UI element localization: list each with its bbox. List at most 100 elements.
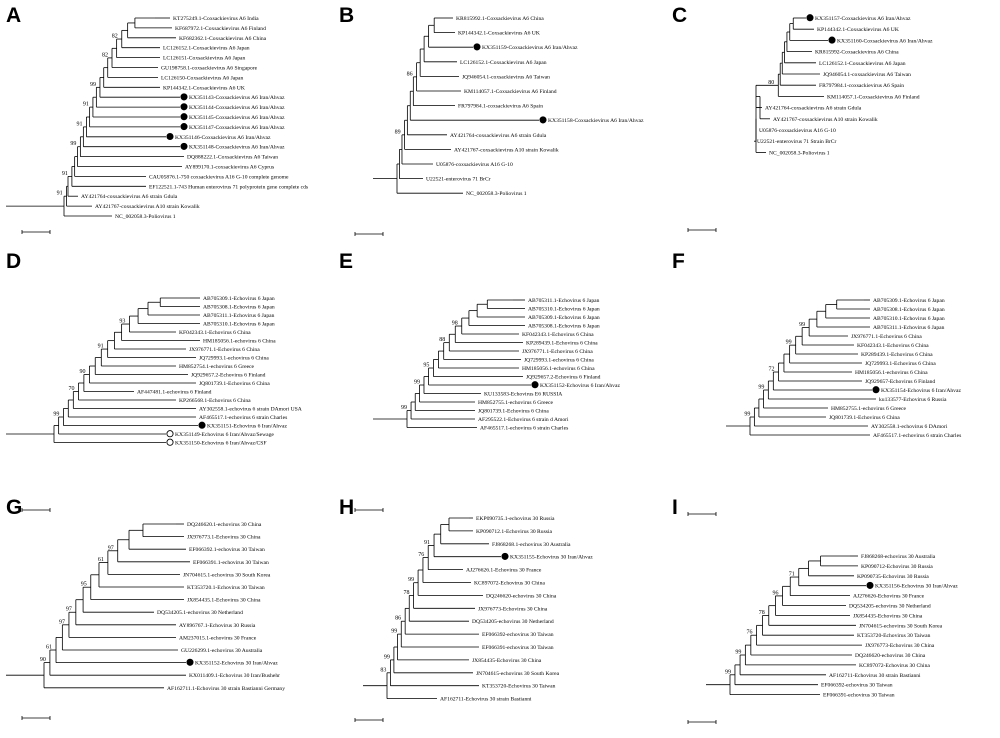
leaf-label: KU133583-Echovirus E6 RUSSIA — [484, 392, 562, 398]
panel-label: C — [672, 4, 688, 27]
bootstrap-value: 61 — [98, 557, 104, 563]
leaf-label: JQ946054.1-coxsackievirus A6 Taiwan — [462, 74, 550, 80]
leaf-label: LC126150-Coxsackievirus A6 Japan — [161, 75, 244, 81]
leaf-label: KX351155-Echovirus 30 Iran/Ahvaz — [510, 555, 593, 561]
filled-circle-marker-icon — [806, 14, 814, 22]
leaf-label: KX351146-Coxsackievirus A6 Iran/Ahvaz — [175, 135, 271, 141]
bootstrap-value: 97 — [108, 545, 114, 551]
leaf-label: KP144342.1-Coxsackievirus A6 UK — [458, 31, 540, 37]
panel-label: G — [6, 496, 23, 519]
panel-label: H — [339, 496, 355, 519]
leaf-label: EKP090735.1-echovirus 30 Russia — [476, 516, 555, 522]
filled-circle-marker-icon — [828, 36, 836, 44]
leaf-label: KX351143-Coxsackievirus A6 Iran/Ahvaz — [189, 95, 285, 101]
leaf-label: KF042343.1-Echovirus 6 China — [857, 343, 929, 349]
leaf-label: AF465517.1-echovirus 6 strain Charles — [199, 415, 287, 421]
leaf-label: NC_002058.3-Poliovirus 1 — [466, 191, 527, 197]
filled-circle-marker-icon — [501, 552, 509, 560]
leaf-label: HM185056.1-echovirus 6 China — [855, 370, 928, 376]
leaf-label: NC_002058.3-Poliovirus 1 — [115, 214, 176, 220]
filled-circle-marker-icon — [180, 113, 188, 121]
leaf-label: AY421767-coxsackievirus A10 strain Kowal… — [95, 204, 200, 210]
bootstrap-value: 89 — [395, 129, 401, 135]
bootstrap-value: 86 — [395, 616, 401, 622]
leaf-label: KP289439.1-Echovirus 6 China — [526, 341, 598, 347]
leaf-label: KT353720.1-Echovirus 30 Taiwan — [187, 585, 265, 591]
leaf-label: AY421764-coxsackievirus A6 strain Gdula — [450, 133, 547, 139]
leaf-label: HM852755.1-echovirus 6 Greece — [831, 406, 907, 412]
filled-circle-marker-icon — [180, 123, 188, 131]
bootstrap-value: 90 — [40, 657, 46, 663]
filled-circle-marker-icon — [180, 93, 188, 101]
panel-label: F — [672, 250, 685, 273]
bootstrap-value: 76 — [418, 552, 424, 558]
leaf-label: JX854435-Echovirus 30 China — [472, 658, 542, 664]
leaf-label: KX351160-Coxsackievirus A6 Iran/Ahvaz — [837, 38, 933, 44]
leaf-label: JN704615-echovirus 30 South Korea — [859, 623, 943, 629]
leaf-label: JX976773.1-Echovirus 30 China — [187, 535, 261, 541]
leaf-label: JX976771.1-Echovirus 6 China — [189, 347, 260, 353]
leaf-label: DQ246620-echovirus 30 China — [486, 593, 557, 599]
tree-svg: FJ868268-echovirus 30 AustraliaKP090712-… — [687, 554, 958, 724]
leaf-label: ku133577-Echovirus 6 Russia — [879, 397, 947, 403]
bootstrap-value: 99 — [744, 412, 750, 418]
leaf-label: KC897072-Echovirus 30 China — [474, 581, 545, 587]
bootstrap-value: 91 — [83, 102, 89, 108]
leaf-label: EF066392-echovirus 30 Taiwan — [482, 632, 554, 638]
leaf-label: AF465517.1-echovirus 6 strain Charles — [873, 433, 961, 439]
leaf-label: KC897072-Echovirus 30 China — [859, 663, 930, 669]
open-circle-marker-icon — [166, 438, 174, 446]
leaf-label: AF465517.1-echovirus 6 strain Charles — [480, 426, 568, 432]
panel-label: B — [339, 4, 355, 27]
bootstrap-value: 97 — [66, 607, 72, 613]
filled-circle-marker-icon — [180, 103, 188, 111]
open-circle-marker-icon — [166, 430, 174, 438]
bootstrap-value: 99 — [408, 577, 414, 583]
bootstrap-value: 78 — [404, 590, 410, 596]
leaf-label: KM114057.1-Coxsackievirus A6 Finland — [827, 94, 920, 100]
leaf-label: JN704615-echovirus 30 South Korea — [476, 671, 560, 677]
bootstrap-value: 95 — [423, 363, 429, 369]
bootstrap-value: 96 — [773, 590, 779, 596]
leaf-label: AJ276626.1-Echovirus 30 France — [466, 568, 542, 574]
leaf-label: AB705311.1-Echovirus 6 Japan — [203, 313, 275, 319]
bootstrap-value: 90 — [79, 369, 85, 375]
leaf-label: U22521-enterovirus 71 BrCr — [426, 177, 491, 183]
bootstrap-value: 71 — [789, 572, 795, 578]
bootstrap-value: 78 — [759, 610, 765, 616]
leaf-label: KP289439.1-Echovirus 6 China — [861, 352, 933, 358]
leaf-label: KX351150-Echovirus 6 Iran/Ahvaz/CSF — [175, 441, 266, 447]
leaf-label: KT353720-Echovirus 30 Taiwan — [857, 633, 931, 639]
leaf-label: AY421764-coxsackievirus A6 strain Gdula — [765, 106, 862, 112]
leaf-label: AF162711.1-Echovirus 30 strain Bastianni… — [167, 686, 285, 692]
bootstrap-value: 95 — [81, 582, 87, 588]
filled-circle-marker-icon — [166, 132, 174, 141]
filled-circle-marker-icon — [539, 116, 547, 124]
leaf-label: AB705308.1-Echovirus 6 Japan — [203, 305, 275, 311]
leaf-label: KX351152-Echovirus 6 Iran/Ahvaz — [540, 383, 620, 389]
bootstrap-value: 97 — [59, 619, 65, 625]
leaf-label: KF682362.1-Coxsackievirus A6 China — [179, 36, 267, 42]
leaf-label: JX976771.1-Echovirus 6 China — [851, 334, 922, 340]
bootstrap-value: 91 — [424, 540, 430, 546]
leaf-label: AY421767-coxsackievirus A10 strain Kowal… — [773, 117, 878, 123]
leaf-label: DQ888222.1-Coxsackievirus A6 Taiwan — [187, 155, 278, 161]
leaf-label: AF295522.1-Echovirus 6 strain d Amori — [478, 417, 569, 423]
bootstrap-value: 99 — [758, 385, 764, 391]
bootstrap-value: 91 — [76, 121, 82, 127]
tree-svg: AB705311.1-Echovirus 6 JapanAB705310.1-E… — [354, 298, 620, 512]
bootstrap-value: 82 — [112, 34, 118, 40]
leaf-label: EF122521.1-743 Human enterovirus 71 poly… — [149, 184, 308, 190]
bootstrap-value: 99 — [90, 82, 96, 88]
leaf-label: CAU05876.1-750 coxsackievirus A16 G-10 c… — [149, 174, 289, 180]
panel-label: I — [672, 496, 678, 519]
leaf-label: JQ801739.1-Echovirus 6 China — [829, 415, 900, 421]
bootstrap-value: 98 — [452, 321, 458, 327]
leaf-label: AY421764-coxsackievirus A6 strain Gdula — [81, 194, 178, 200]
leaf-label: AB705308.1-Echovirus 6 Japan — [528, 324, 600, 330]
filled-circle-marker-icon — [866, 581, 874, 589]
leaf-label: KX351149-Echovirus 6 Iran/Ahvaz/Sewage — [175, 432, 274, 438]
